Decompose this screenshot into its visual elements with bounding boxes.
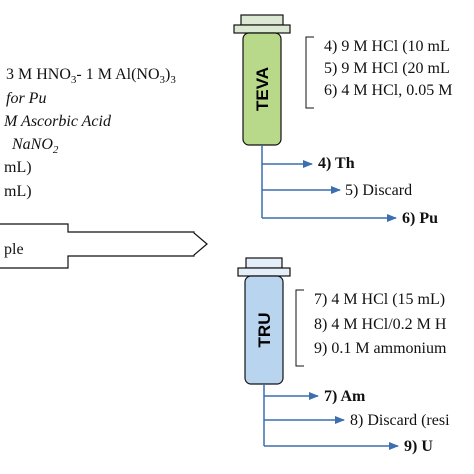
for-pu-text: for Pu — [6, 90, 46, 107]
teva-output-discard: 5) Discard — [345, 182, 412, 199]
nano2-text: NaNO2 — [11, 136, 59, 156]
teva-step-4: 4) 9 M HCl (10 mL — [324, 38, 450, 55]
load-solution-text: 3 M HNO3- 1 M Al(NO3)3 — [6, 66, 176, 86]
tru-column: TRU 7) 4 M HCl (15 mL) 8) 4 M HCl/0.2 M … — [237, 257, 450, 455]
tru-collar — [237, 267, 291, 277]
sample-label: ple — [4, 241, 24, 258]
teva-step-5: 5) 9 M HCl (20 mL — [324, 60, 450, 77]
tru-output-am: 7) Am — [324, 388, 366, 405]
load-conditions: 3 M HNO3- 1 M Al(NO3)3 for Pu M Ascorbic… — [3, 66, 176, 200]
tru-step-7: 7) 4 M HCl (15 mL) — [314, 291, 445, 308]
tru-output-u: 9) U — [404, 438, 433, 455]
volume-text-1: mL) — [4, 159, 32, 176]
tru-label: TRU — [255, 313, 274, 348]
teva-column: TEVA 4) 9 M HCl (10 mL 5) 9 M HCl (20 mL… — [233, 14, 452, 227]
volume-text-2: mL) — [4, 183, 32, 200]
teva-output-pu: 6) Pu — [402, 210, 438, 227]
teva-collar — [233, 24, 291, 34]
teva-step-6: 6) 4 M HCl, 0.05 M — [324, 82, 452, 99]
tru-steps-bracket — [295, 289, 304, 367]
tru-cap — [245, 257, 283, 269]
tru-output-discard: 8) Discard (resi — [350, 412, 450, 429]
sample-arrow: ple — [0, 223, 208, 269]
teva-label: TEVA — [253, 67, 272, 111]
tru-step-9: 9) 0.1 M ammonium — [314, 340, 447, 357]
ascorbic-acid-text: M Ascorbic Acid — [3, 113, 112, 130]
teva-cap — [240, 14, 284, 26]
tru-steps: 7) 4 M HCl (15 mL) 8) 4 M HCl/0.2 M H 9)… — [314, 291, 447, 357]
tru-step-8: 8) 4 M HCl/0.2 M H — [314, 316, 447, 333]
teva-steps-bracket — [305, 36, 314, 109]
teva-output-th: 4) Th — [318, 155, 355, 172]
teva-steps: 4) 9 M HCl (10 mL 5) 9 M HCl (20 mL 6) 4… — [324, 38, 452, 99]
